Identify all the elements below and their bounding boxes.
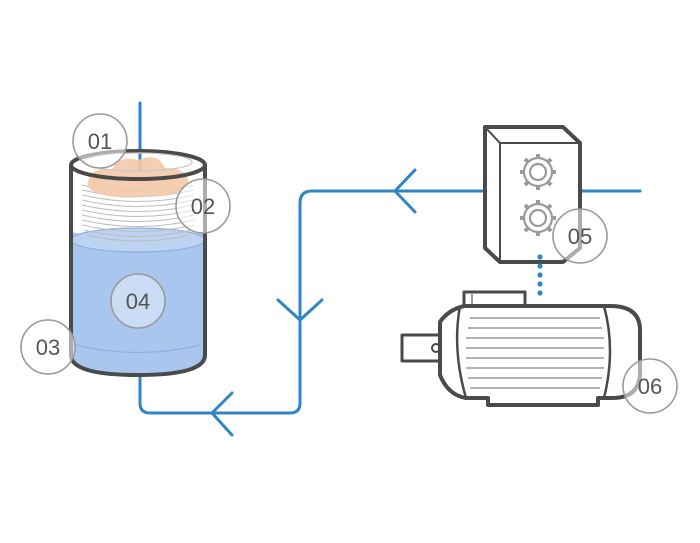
callout-04: 04 bbox=[110, 273, 166, 329]
callout-02: 02 bbox=[175, 178, 231, 234]
tank-liquid bbox=[71, 232, 205, 375]
pipe-main-loop bbox=[138, 189, 497, 415]
label-02: 02 bbox=[191, 194, 215, 219]
label-06: 06 bbox=[638, 374, 662, 399]
electric-motor-icon bbox=[400, 290, 642, 407]
shaft-connection-dots bbox=[537, 254, 543, 296]
cooling-fins bbox=[466, 317, 604, 389]
flow-arrow-left-bottom bbox=[210, 391, 234, 437]
callout-01: 01 bbox=[72, 113, 128, 169]
flow-line bbox=[138, 101, 642, 437]
terminal-box bbox=[462, 290, 527, 308]
gear-bottom-icon bbox=[520, 200, 556, 236]
label-03: 03 bbox=[36, 335, 60, 360]
tank-bottom-line bbox=[74, 344, 202, 354]
flow-arrow-left-top bbox=[393, 168, 417, 214]
callout-03: 03 bbox=[20, 319, 76, 375]
flow-arrow-down bbox=[276, 298, 324, 322]
label-05: 05 bbox=[568, 224, 592, 249]
callout-05: 05 bbox=[552, 208, 608, 264]
label-04: 04 bbox=[126, 289, 150, 314]
tank-walls bbox=[69, 165, 207, 377]
tank-icon bbox=[69, 149, 207, 377]
gearbox-edges bbox=[484, 126, 580, 262]
callout-06: 06 bbox=[622, 358, 678, 414]
gear-top-icon bbox=[520, 154, 556, 190]
label-01: 01 bbox=[88, 129, 112, 154]
